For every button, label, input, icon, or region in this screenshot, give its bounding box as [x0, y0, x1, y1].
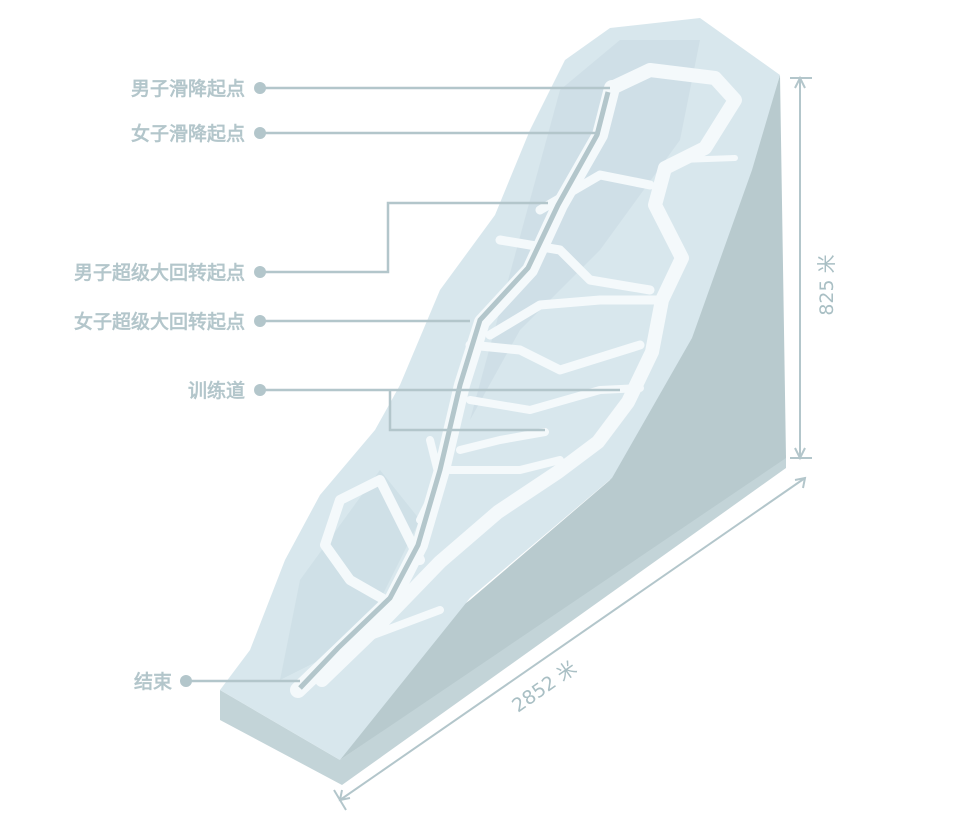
branch-run: [485, 295, 665, 340]
label-training-run: 训练道: [188, 379, 245, 402]
branch-run: [356, 606, 444, 644]
label-women-super-g-start: 女子超级大回转起点: [74, 310, 245, 333]
main-run-centerline: [298, 91, 611, 690]
branch-run: [495, 235, 655, 295]
height-dimension: [790, 75, 812, 461]
branch-run: [677, 155, 738, 163]
branch-run: [320, 475, 425, 605]
label-men-super-g-start: 男子超级大回转起点: [74, 261, 245, 284]
length-dimension: [333, 476, 807, 811]
label-women-downhill-start: 女子滑降起点: [131, 122, 245, 145]
leader-dots: [180, 82, 266, 687]
height-label: 825 米: [816, 254, 838, 315]
mountain-shading: [470, 40, 700, 420]
branch-run: [465, 340, 645, 375]
label-men-downhill-start: 男子滑降起点: [131, 77, 245, 100]
length-label: 2852 米: [508, 657, 581, 717]
branch-run: [456, 428, 549, 454]
leader-lines: [188, 86, 620, 683]
label-finish: 结束: [134, 670, 173, 693]
branch-run: [446, 456, 564, 474]
